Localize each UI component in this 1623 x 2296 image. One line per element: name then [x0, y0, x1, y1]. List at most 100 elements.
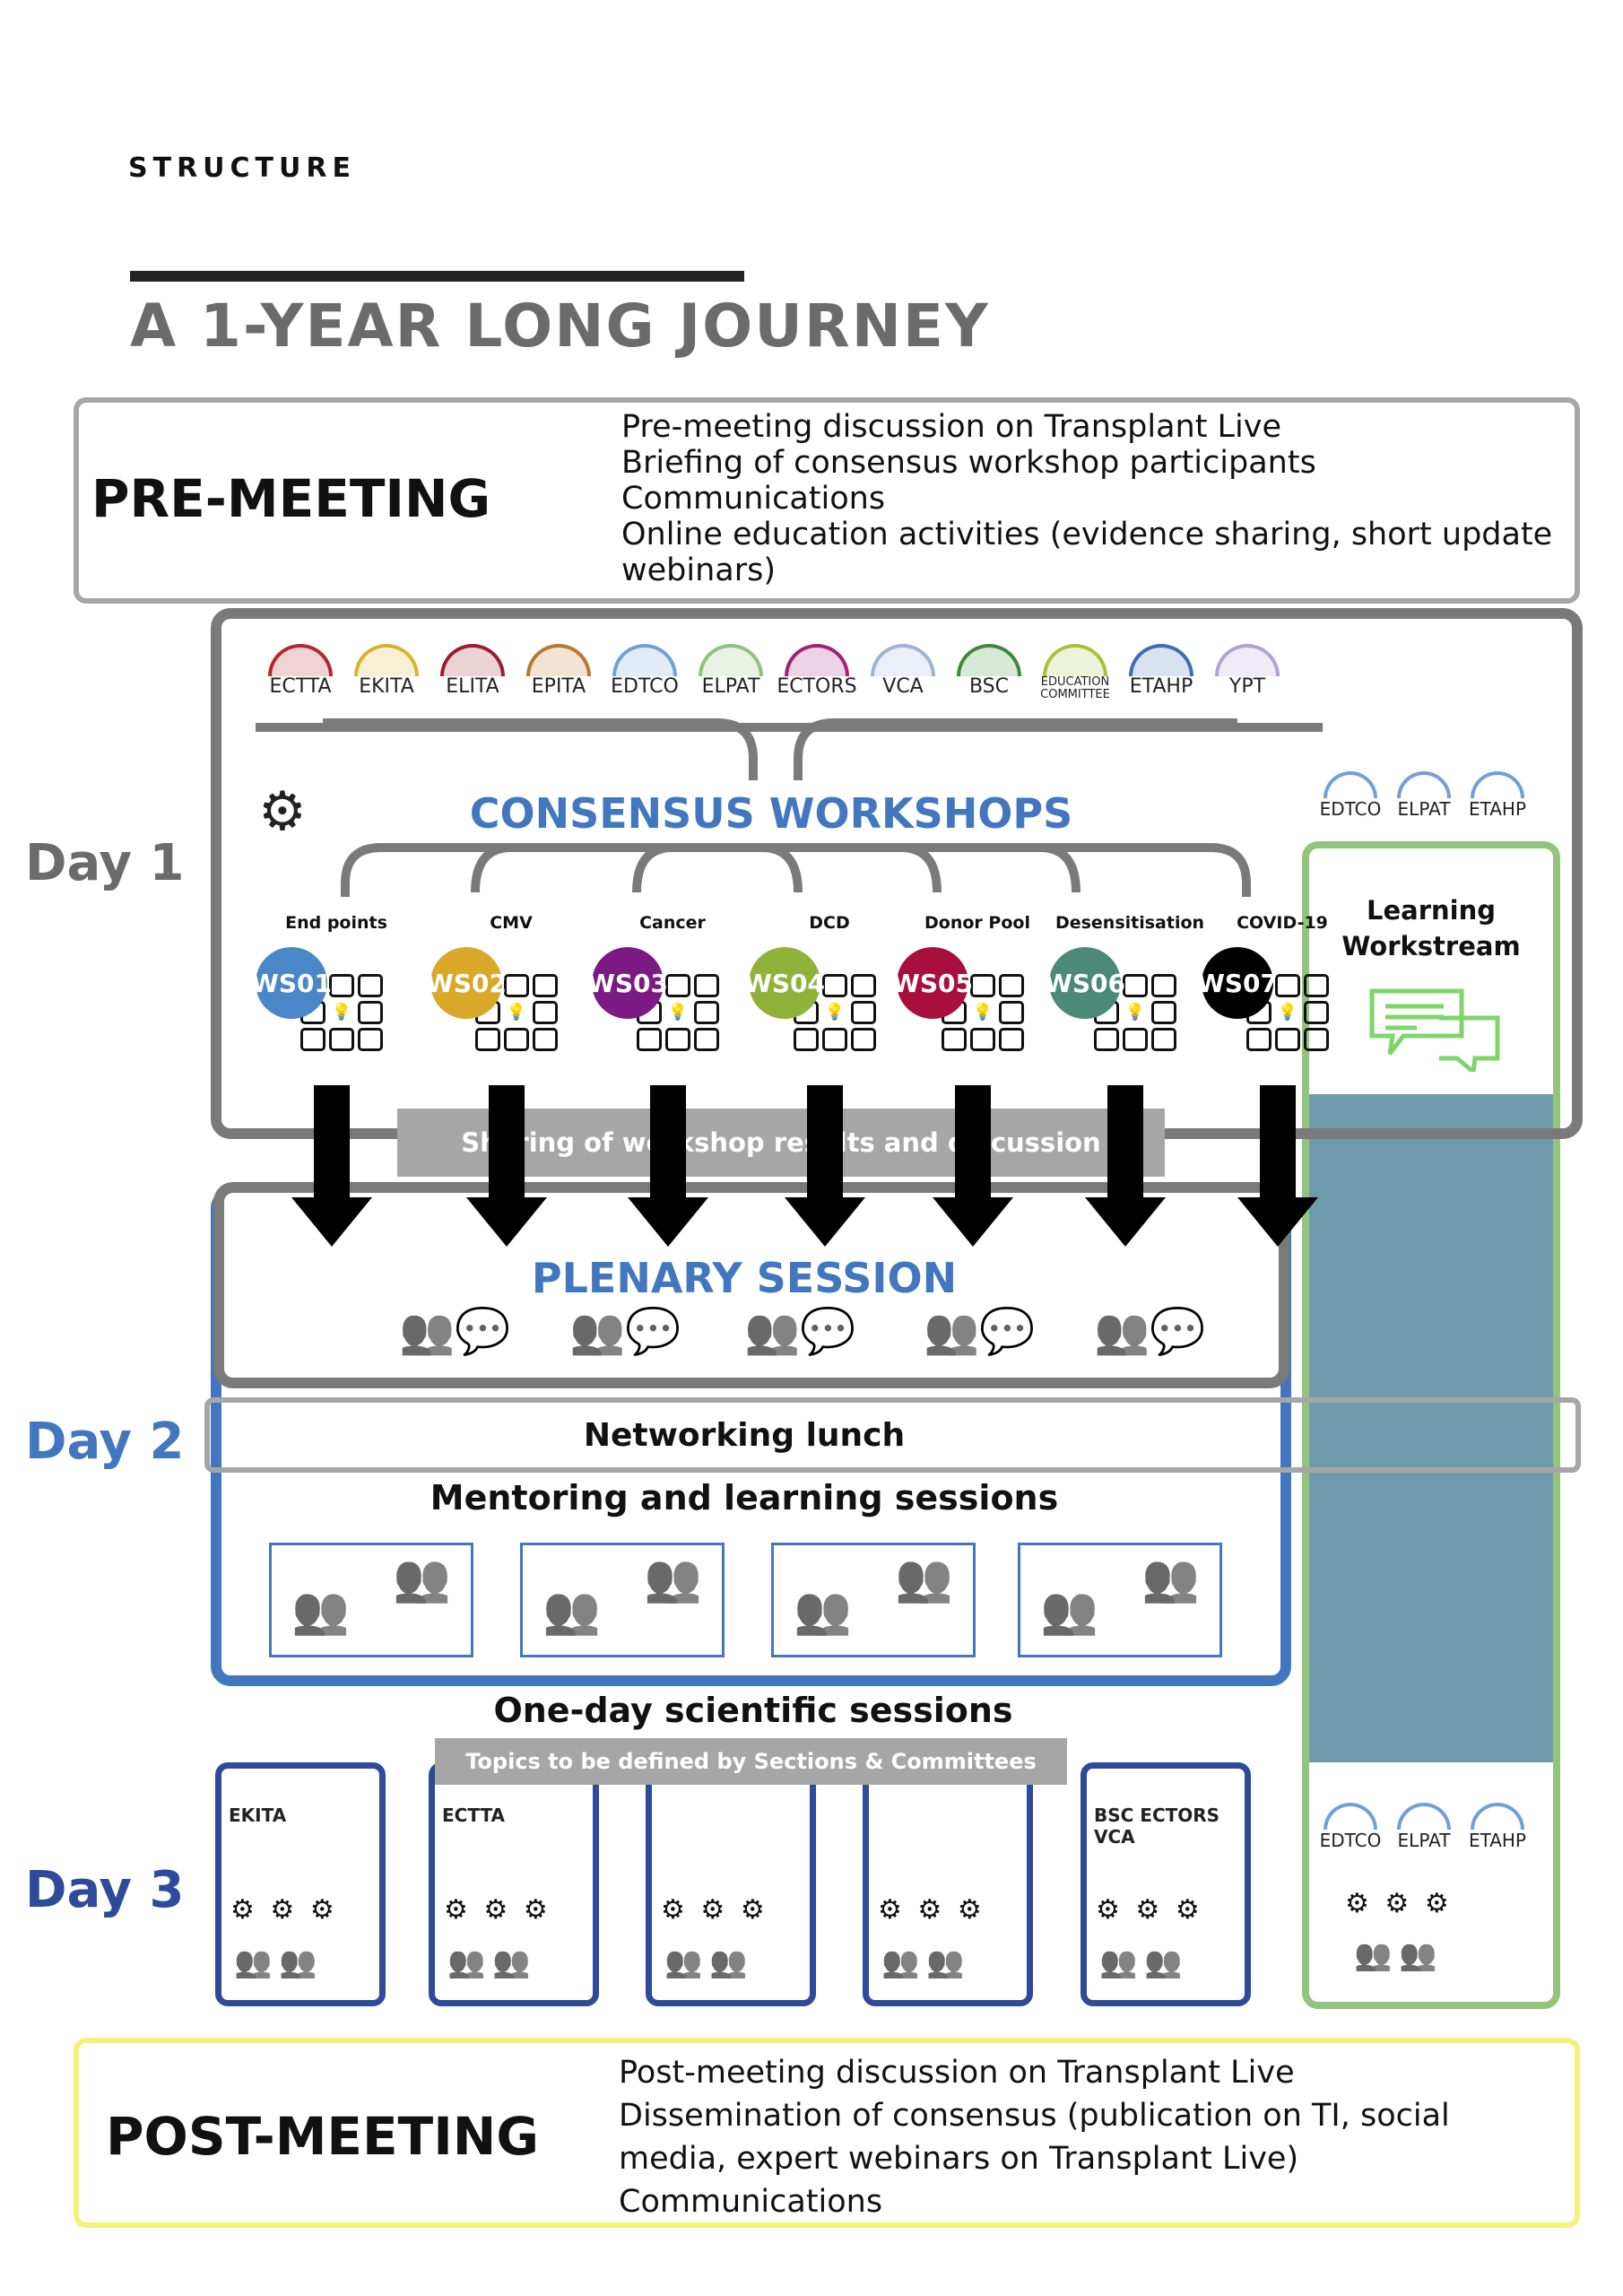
- arrow-head-icon: [785, 1197, 865, 1247]
- group-discussion-icon: 👥👥: [664, 1944, 755, 1980]
- post-meeting-label: POST-MEETING: [106, 2106, 539, 2167]
- arrow-stem: [955, 1085, 991, 1202]
- grid-cell: [504, 1028, 529, 1051]
- grid-cell: [942, 1028, 967, 1051]
- logo-arc-icon: [1397, 771, 1451, 798]
- grid-cell: [329, 974, 354, 997]
- grid-cell: [794, 1028, 819, 1051]
- session-logos: BSC ECTORS VCA: [1094, 1805, 1220, 1848]
- grid-cell: [358, 1028, 383, 1051]
- logo-name: EKITA: [359, 675, 414, 698]
- arrow-stem: [1260, 1085, 1296, 1202]
- grid-cell: [1151, 1028, 1176, 1051]
- mentoring-session: 👥👥: [269, 1543, 473, 1657]
- grid-cell: [822, 974, 847, 997]
- logo-name: EDTCO: [1319, 1830, 1382, 1851]
- arrow-head-icon: [291, 1197, 372, 1247]
- group-discussion-icon: 👥👥: [234, 1944, 325, 1980]
- learning-logo: ELPAT: [1387, 1803, 1461, 1851]
- group-discussion-icon: 👥💬: [924, 1305, 1036, 1357]
- section-logo: BSC: [944, 644, 1034, 698]
- arrow-stem: [650, 1085, 686, 1202]
- arrow-stem: [314, 1085, 350, 1202]
- title-divider: [130, 271, 744, 282]
- logo-arc-icon: [957, 644, 1021, 676]
- plenary-title: PLENARY SESSION: [531, 1254, 958, 1302]
- workshop-topic: Donor Pool: [924, 913, 1030, 933]
- people-chat-icon: 👥: [1040, 1584, 1098, 1638]
- logo-arc-icon: [1324, 1803, 1377, 1830]
- logo-arc-icon: [1043, 644, 1107, 676]
- logo-name: VCA: [882, 675, 924, 698]
- arrow-head-icon: [1237, 1197, 1318, 1247]
- grid-cell: 💡: [506, 1003, 527, 1022]
- logo-name: ETAHP: [1129, 675, 1193, 698]
- people-chat-icon: 👥: [1141, 1552, 1200, 1605]
- pre-item: Briefing of consensus workshop participa…: [621, 445, 1316, 481]
- logo-name: BSC: [968, 675, 1010, 698]
- section-logo: EDUCATION COMMITTEE: [1030, 644, 1120, 701]
- scientific-session: ⚙ ⚙ ⚙👥👥: [646, 1762, 816, 2006]
- workshop-topic: Cancer: [639, 913, 706, 933]
- expert-heads-icon: ⚙ ⚙ ⚙: [878, 1894, 985, 1926]
- grid-cell: [970, 1028, 995, 1051]
- pre-item: Communications: [621, 481, 886, 517]
- pre-item: Pre-meeting discussion on Transplant Liv…: [621, 409, 1282, 445]
- logo-arc-icon: [440, 644, 505, 676]
- grid-cell: [665, 1028, 690, 1051]
- logo-name: ECTORS: [777, 675, 857, 698]
- grid-cell: 💡: [824, 1003, 846, 1022]
- learning-logo: ELPAT: [1387, 771, 1461, 820]
- chat-bubbles-icon: [1369, 988, 1500, 1072]
- logo-name: ETAHP: [1468, 1830, 1527, 1851]
- idea-grid-icon: 💡: [1094, 974, 1176, 1051]
- grid-cell: [1304, 1028, 1329, 1051]
- grid-cell: [694, 1001, 719, 1024]
- section-logo: EDTCO: [600, 644, 690, 698]
- grid-cell: [475, 1028, 500, 1051]
- sharing-bar: Sharing of workshop results and discussi…: [397, 1109, 1165, 1177]
- workshop-badge: WS04: [744, 947, 825, 1019]
- eyebrow: STRUCTURE: [128, 152, 356, 184]
- workshop-badge: WS07: [1197, 947, 1278, 1019]
- scientific-session: ECTTA⚙ ⚙ ⚙👥👥: [429, 1762, 599, 2006]
- workshop-badge: WS01: [251, 947, 332, 1019]
- day2-label: Day 2: [25, 1413, 185, 1471]
- section-logo: ECTORS: [772, 644, 862, 698]
- logo-name: YPT: [1228, 675, 1266, 698]
- grid-cell: [822, 1028, 847, 1051]
- learning-title: Learning Workstream: [1341, 895, 1521, 961]
- people-chat-icon: 👥: [291, 1584, 350, 1638]
- learning-workstream-fill: [1309, 1094, 1553, 1762]
- logo-arc-icon: [699, 644, 763, 676]
- workshop-topic: CMV: [490, 913, 533, 933]
- expert-heads-icon: ⚙ ⚙ ⚙: [444, 1894, 551, 1926]
- scientific-session: BSC ECTORS VCA⚙ ⚙ ⚙👥👥: [1081, 1762, 1251, 2006]
- grid-cell: 💡: [972, 1003, 994, 1022]
- grid-cell: [533, 974, 558, 997]
- grid-cell: [533, 1028, 558, 1051]
- arrow-stem: [489, 1085, 525, 1202]
- logo-arc-icon: [1471, 771, 1524, 798]
- people-chat-icon: 👥: [393, 1552, 451, 1605]
- grid-cell: [1123, 974, 1148, 997]
- logo-name: EPITA: [531, 675, 586, 698]
- logo-arc-icon: [1397, 1803, 1451, 1830]
- mentoring-session: 👥👥: [1018, 1543, 1222, 1657]
- logo-name: ELPAT: [701, 675, 760, 698]
- workshop-badge: WS03: [587, 947, 668, 1019]
- mentoring-title: Mentoring and learning sessions: [430, 1478, 1059, 1518]
- grid-cell: [1275, 974, 1300, 997]
- day3-label: Day 3: [25, 1861, 185, 1919]
- pre-meeting-label: PRE-MEETING: [91, 468, 491, 529]
- logo-name: ETAHP: [1468, 798, 1527, 820]
- session-logos: ECTTA: [442, 1805, 506, 1826]
- networking-lunch-box: [204, 1397, 1581, 1473]
- expert-heads-icon: ⚙ ⚙ ⚙: [230, 1894, 338, 1926]
- scientific-title: One-day scientific sessions: [493, 1691, 1013, 1730]
- grid-cell: [358, 974, 383, 997]
- grid-cell: [694, 1028, 719, 1051]
- logo-arc-icon: [1471, 1803, 1524, 1830]
- logo-name: EDUCATION COMMITTEE: [1040, 675, 1110, 701]
- grid-cell: 💡: [1277, 1003, 1298, 1022]
